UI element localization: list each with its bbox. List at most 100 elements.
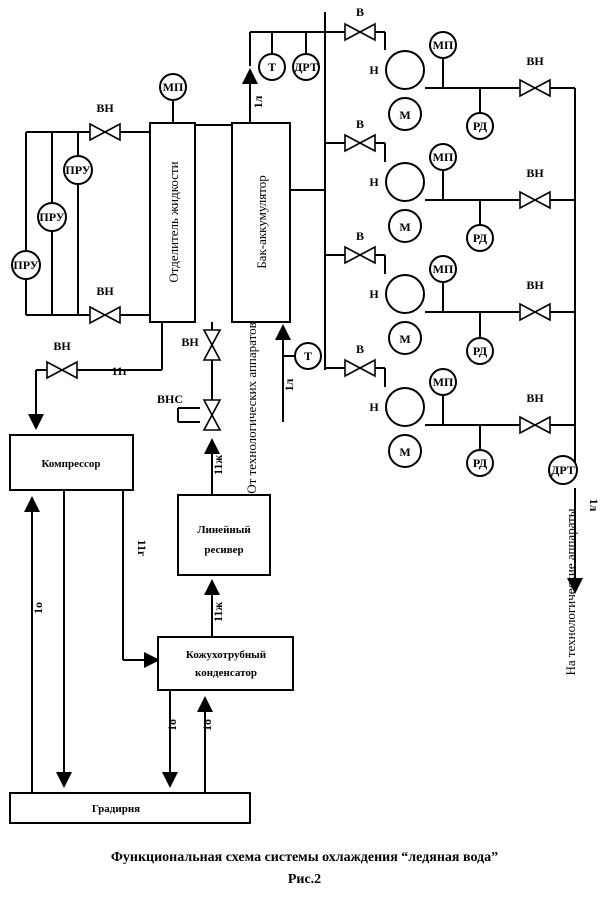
label-1o-b: 1о bbox=[165, 719, 179, 731]
cooling-tower-label: Градирня bbox=[92, 803, 140, 815]
pump-4 bbox=[385, 387, 425, 427]
label-vn-3: ВН bbox=[53, 339, 71, 353]
label-m-4: М bbox=[399, 445, 410, 459]
pump-1 bbox=[385, 50, 425, 90]
label-1l-return: 1л bbox=[282, 378, 296, 391]
label-m-3: М bbox=[399, 332, 410, 346]
label-n-4: Н bbox=[369, 400, 379, 414]
valve-vn-r4 bbox=[519, 415, 551, 435]
receiver-label-2: ресивер bbox=[204, 544, 243, 556]
label-mp-2: МП bbox=[433, 150, 454, 164]
regulator-rd-1 bbox=[466, 112, 494, 140]
label-mp-separator: МП bbox=[163, 80, 184, 94]
cooling-tower-box bbox=[9, 792, 251, 824]
label-v-1: В bbox=[356, 5, 364, 19]
valve-v-4 bbox=[344, 358, 376, 378]
tank-label: Бак-аккумулятор bbox=[254, 175, 269, 269]
valve-vn-separator-top bbox=[89, 122, 121, 142]
label-t-return: Т bbox=[304, 349, 312, 363]
label-drt-bottom: ДРТ bbox=[551, 463, 575, 477]
label-vn-2: ВН bbox=[96, 284, 114, 298]
label-vns: ВНС bbox=[157, 392, 183, 406]
label-pru-1: ПРУ bbox=[65, 163, 90, 177]
pump-3 bbox=[385, 274, 425, 314]
label-11g-discharge: 11г bbox=[135, 540, 149, 557]
sensor-drt-bottom bbox=[548, 455, 578, 485]
label-rd-4: РД bbox=[473, 456, 488, 470]
motor-2 bbox=[388, 209, 422, 243]
gauge-pru-1 bbox=[63, 155, 93, 185]
label-v-4: В bbox=[356, 342, 364, 356]
pump-2 bbox=[385, 162, 425, 202]
line-receiver-box bbox=[177, 494, 271, 576]
valves bbox=[46, 22, 551, 435]
label-n-1: Н bbox=[369, 63, 379, 77]
receiver-label-1: Линейный bbox=[197, 524, 251, 536]
figure-caption-number: Рис.2 bbox=[287, 872, 322, 887]
valve-vn-r3 bbox=[519, 302, 551, 322]
valve-v-2 bbox=[344, 133, 376, 153]
motor-4 bbox=[388, 434, 422, 468]
separator-label: Отделитель жидкости bbox=[166, 161, 181, 282]
motor-1 bbox=[388, 97, 422, 131]
label-v-3: В bbox=[356, 229, 364, 243]
gauge-mp-3 bbox=[429, 255, 457, 283]
liquid-separator bbox=[149, 122, 196, 323]
figure-caption-title: Функциональная схема системы охлаждения … bbox=[110, 850, 499, 865]
label-n-3: Н bbox=[369, 287, 379, 301]
label-vn-r1: ВН bbox=[526, 54, 544, 68]
condenser-label-1: Кожухотрубный bbox=[186, 649, 267, 661]
label-vn-r2: ВН bbox=[526, 166, 544, 180]
regulator-rd-4 bbox=[466, 449, 494, 477]
label-mp-4: МП bbox=[433, 375, 454, 389]
note-to-apparatus: На технологические аппараты bbox=[563, 508, 578, 675]
boxes bbox=[9, 122, 294, 824]
label-rd-2: РД bbox=[473, 231, 488, 245]
label-drt-top: ДРТ bbox=[294, 60, 318, 74]
label-mp-3: МП bbox=[433, 262, 454, 276]
label-11g-suction: 11г bbox=[112, 364, 129, 378]
valve-vn-suction bbox=[46, 360, 78, 380]
valve-vn-liquid bbox=[202, 329, 222, 361]
label-v-2: В bbox=[356, 117, 364, 131]
regulator-rd-3 bbox=[466, 337, 494, 365]
label-t-top: Т bbox=[268, 60, 276, 74]
gauge-mp-1 bbox=[429, 31, 457, 59]
label-rd-1: РД bbox=[473, 119, 488, 133]
valve-vns bbox=[202, 399, 222, 431]
instruments bbox=[11, 31, 578, 485]
gauge-mp-2 bbox=[429, 143, 457, 171]
label-vn-r4: ВН bbox=[526, 391, 544, 405]
compressor-box bbox=[9, 434, 134, 491]
gauge-mp-4 bbox=[429, 368, 457, 396]
sensor-t-top bbox=[258, 53, 286, 81]
note-from-apparatus: От технологических аппаратов bbox=[244, 322, 259, 493]
label-vn-r3: ВН bbox=[526, 278, 544, 292]
pipes-left bbox=[24, 101, 300, 793]
label-vn-4: ВН bbox=[181, 335, 199, 349]
valve-v-3 bbox=[344, 245, 376, 265]
label-pru-2: ПРУ bbox=[39, 210, 64, 224]
valve-vn-separator-bottom bbox=[89, 305, 121, 325]
label-1l-top: 1л bbox=[251, 95, 265, 108]
label-m-1: М bbox=[399, 108, 410, 122]
gauge-pru-3 bbox=[11, 250, 41, 280]
condenser-box bbox=[157, 636, 294, 691]
label-11zh-top: 11ж bbox=[211, 455, 225, 475]
condenser-label-2: конденсатор bbox=[195, 667, 257, 679]
sensor-drt-top bbox=[292, 53, 320, 81]
label-vn-1: ВН bbox=[96, 101, 114, 115]
label-n-2: Н bbox=[369, 175, 379, 189]
label-rd-3: РД bbox=[473, 344, 488, 358]
motor-3 bbox=[388, 321, 422, 355]
sensor-t-return bbox=[294, 342, 322, 370]
valve-v-1 bbox=[344, 22, 376, 42]
label-11zh-bottom: 11ж bbox=[211, 602, 225, 622]
label-1l-out: 1л bbox=[587, 499, 601, 512]
label-1o-c: 1о bbox=[200, 719, 214, 731]
label-pru-3: ПРУ bbox=[13, 258, 38, 272]
valve-vn-r2 bbox=[519, 190, 551, 210]
gauge-pru-2 bbox=[37, 202, 67, 232]
labels: МП ПРУ ПРУ ПРУ ВН ВН ВН ВН ВНС Т ДРТ Т Д… bbox=[13, 5, 601, 731]
